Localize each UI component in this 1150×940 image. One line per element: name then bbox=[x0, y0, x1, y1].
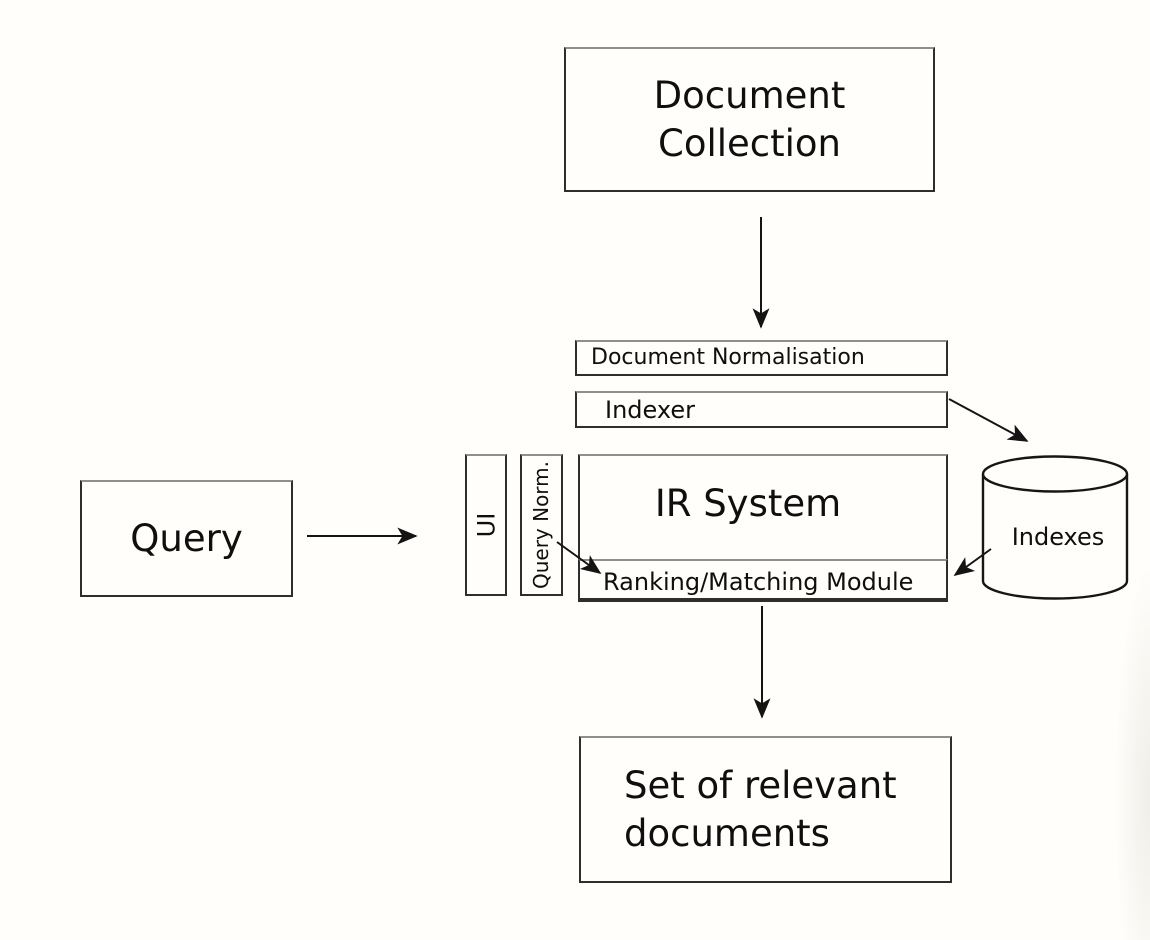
query-box: Query bbox=[80, 480, 293, 597]
document-normalisation-label: Document Normalisation bbox=[591, 345, 865, 370]
ui-label: UI bbox=[472, 512, 500, 538]
indexes-label: Indexes bbox=[1012, 523, 1105, 551]
document-collection-box: Document Collection bbox=[564, 47, 935, 192]
document-collection-label-line1: Document bbox=[653, 73, 846, 117]
query-label: Query bbox=[130, 516, 243, 560]
relevant-documents-label-line2: documents bbox=[624, 811, 830, 855]
ranking-matching-module-label: Ranking/Matching Module bbox=[603, 567, 914, 596]
indexer-label: Indexer bbox=[605, 395, 695, 424]
arrow-indexer-to-indexes bbox=[948, 398, 1029, 442]
relevant-documents-box: Set of relevant documents bbox=[579, 736, 952, 883]
arrow-indexes-to-ranking bbox=[953, 548, 992, 576]
ui-box: UI bbox=[465, 454, 507, 596]
indexes-database-cylinder-icon: Indexes bbox=[981, 455, 1129, 600]
indexer-box: Indexer bbox=[575, 391, 948, 428]
query-norm-label: Query Norm. bbox=[529, 460, 554, 590]
page-edge-shading bbox=[1108, 560, 1150, 940]
relevant-documents-label-line1: Set of relevant bbox=[624, 763, 897, 807]
document-normalisation-box: Document Normalisation bbox=[575, 340, 948, 376]
ranking-matching-module-box: Ranking/Matching Module bbox=[578, 559, 948, 600]
query-norm-box: Query Norm. bbox=[520, 454, 563, 596]
ir-system-label: IR System bbox=[654, 482, 842, 525]
document-collection-label-line2: Collection bbox=[657, 121, 841, 165]
